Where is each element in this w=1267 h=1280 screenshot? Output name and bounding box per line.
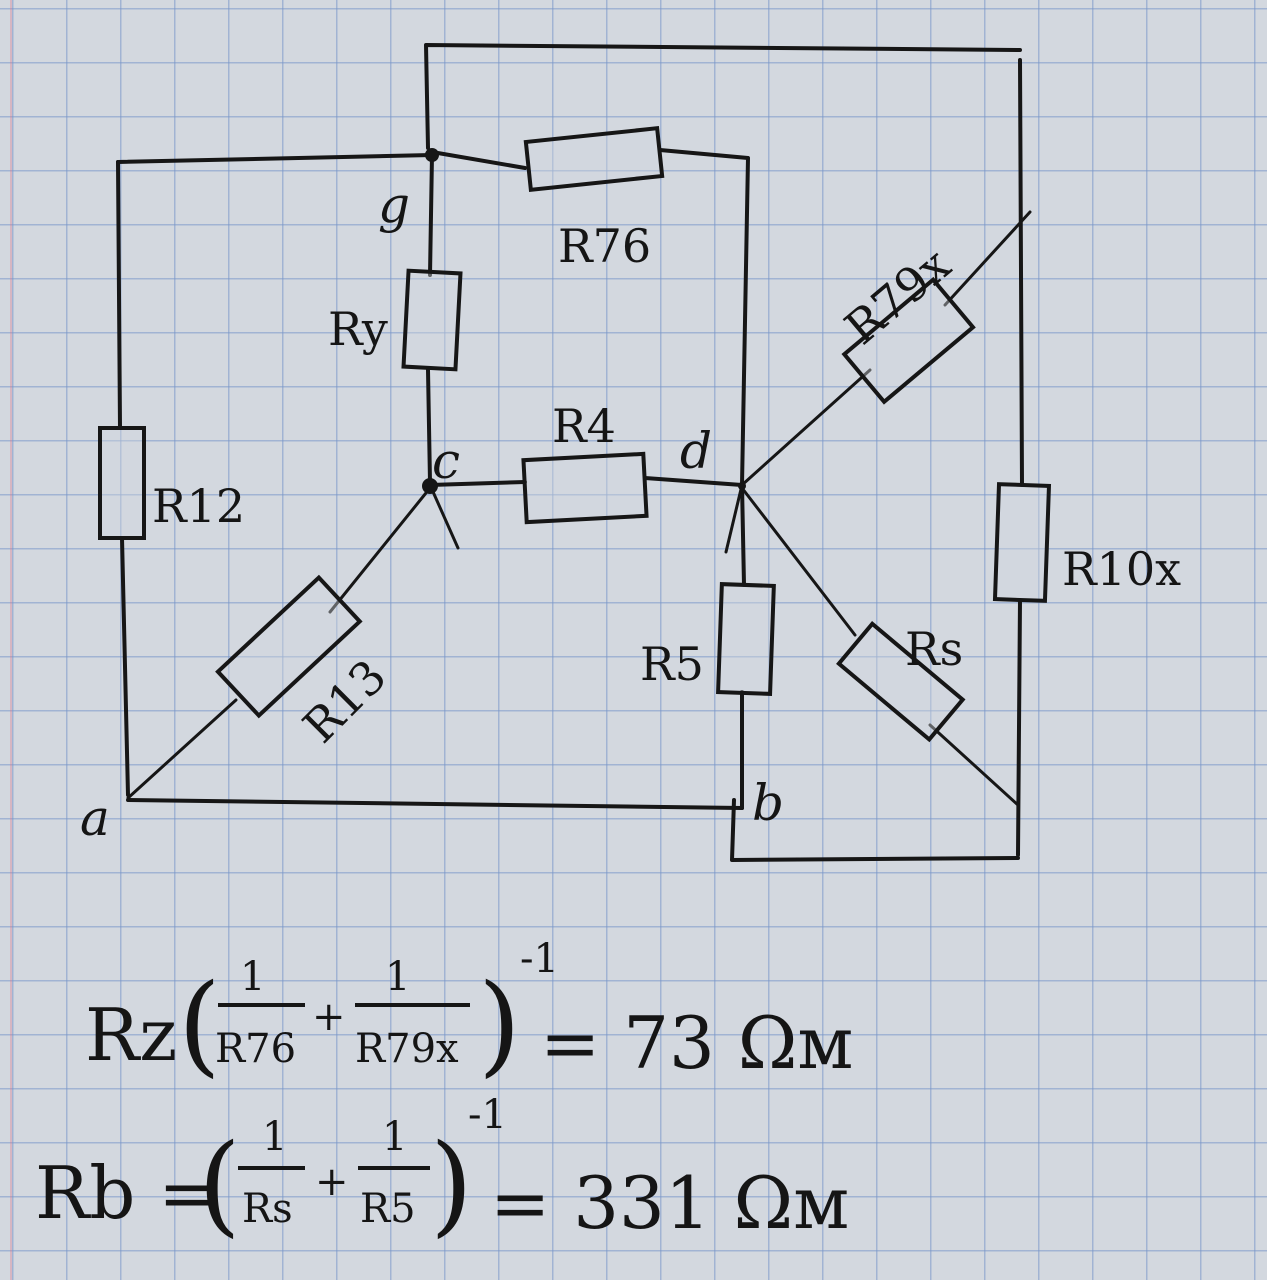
paper-margin-line xyxy=(10,0,12,1280)
eq2-close-paren: ) xyxy=(430,1120,473,1248)
wire-d-r79x xyxy=(740,368,872,487)
wire-left-upper xyxy=(116,160,122,430)
resistor-r76 xyxy=(523,126,665,192)
node-label-d: d xyxy=(680,422,712,480)
wire-top-left xyxy=(116,153,434,164)
label-r10x: R10x xyxy=(1062,542,1181,596)
eq1-num2: 1 xyxy=(385,954,410,1000)
eq1-lhs: Rz xyxy=(85,993,177,1077)
wire-a-r13 xyxy=(126,698,238,800)
wire-c-r4 xyxy=(428,480,527,487)
eq1-close-paren: ) xyxy=(478,960,521,1088)
eq2-num1: 1 xyxy=(262,1114,287,1160)
eq2-den1: Rs xyxy=(242,1186,293,1232)
label-r4: R4 xyxy=(552,399,616,453)
eq1-num1: 1 xyxy=(240,954,265,1000)
wire-right-upper xyxy=(1018,58,1024,487)
eq1-den2: R79x xyxy=(355,1026,459,1072)
label-rs: Rs xyxy=(905,622,963,676)
label-r5: R5 xyxy=(640,637,704,691)
resistor-r13 xyxy=(215,574,363,719)
wire-right-lower xyxy=(1016,598,1022,857)
eq2-den2: R5 xyxy=(360,1186,416,1232)
wire-r76-right xyxy=(658,148,750,487)
wire-bottom-return xyxy=(730,798,1020,862)
eq2-rhs: = 331 Ωм xyxy=(490,1161,849,1245)
eq1-open-paren: ( xyxy=(178,960,221,1088)
equation-rb: Rb = ( 1 Rs + 1 R5 ) -1 = 331 Ωм xyxy=(35,1092,849,1248)
node-g-dot xyxy=(425,148,439,162)
wire-rs-right xyxy=(928,723,1020,807)
wire-g-r76 xyxy=(430,150,527,170)
resistor-r79x xyxy=(841,276,976,405)
label-r12: R12 xyxy=(152,479,245,533)
wire-r13-c xyxy=(328,486,432,614)
node-label-c: c xyxy=(432,432,460,490)
eq2-lhs: Rb = xyxy=(35,1151,219,1235)
resistor-r4 xyxy=(521,451,649,525)
wire-g-up xyxy=(424,43,1022,150)
wire-r4-d xyxy=(643,476,744,487)
wire-d-rs xyxy=(740,486,857,637)
eq2-open-paren: ( xyxy=(198,1120,241,1248)
wire-d-tail xyxy=(724,483,744,554)
wire-c-tail xyxy=(428,483,460,550)
wire-r79x-right xyxy=(943,210,1032,307)
wire-g-ry xyxy=(428,153,434,277)
node-c-dot xyxy=(422,478,438,494)
node-label-a: a xyxy=(80,789,110,847)
eq2-exponent: -1 xyxy=(468,1092,507,1138)
label-r76: R76 xyxy=(558,219,651,273)
eq1-exponent: -1 xyxy=(520,936,559,982)
eq1-rhs: = 73 Ωм xyxy=(540,1001,853,1085)
label-ry: Ry xyxy=(328,302,388,356)
resistor-r5 xyxy=(716,582,776,696)
eq1-den1: R76 xyxy=(215,1026,296,1072)
resistor-rs xyxy=(836,620,966,743)
resistor-ry xyxy=(401,268,463,372)
wire-ry-c xyxy=(426,368,432,484)
eq2-num2: 1 xyxy=(382,1114,407,1160)
wire-d-r5 xyxy=(740,483,746,587)
node-label-g: g xyxy=(378,176,410,234)
eq1-plus: + xyxy=(312,994,346,1040)
resistor-r10x xyxy=(992,482,1052,603)
equation-rz: Rz ( 1 R76 + 1 R79x ) -1 = 73 Ωм xyxy=(85,936,853,1088)
wire-a-to-b xyxy=(126,798,744,810)
node-label-b: b xyxy=(752,774,784,832)
resistor-r12 xyxy=(98,426,146,540)
node-d-dot xyxy=(738,482,746,490)
wire-left-lower xyxy=(120,536,130,797)
eq2-plus: + xyxy=(315,1159,349,1205)
